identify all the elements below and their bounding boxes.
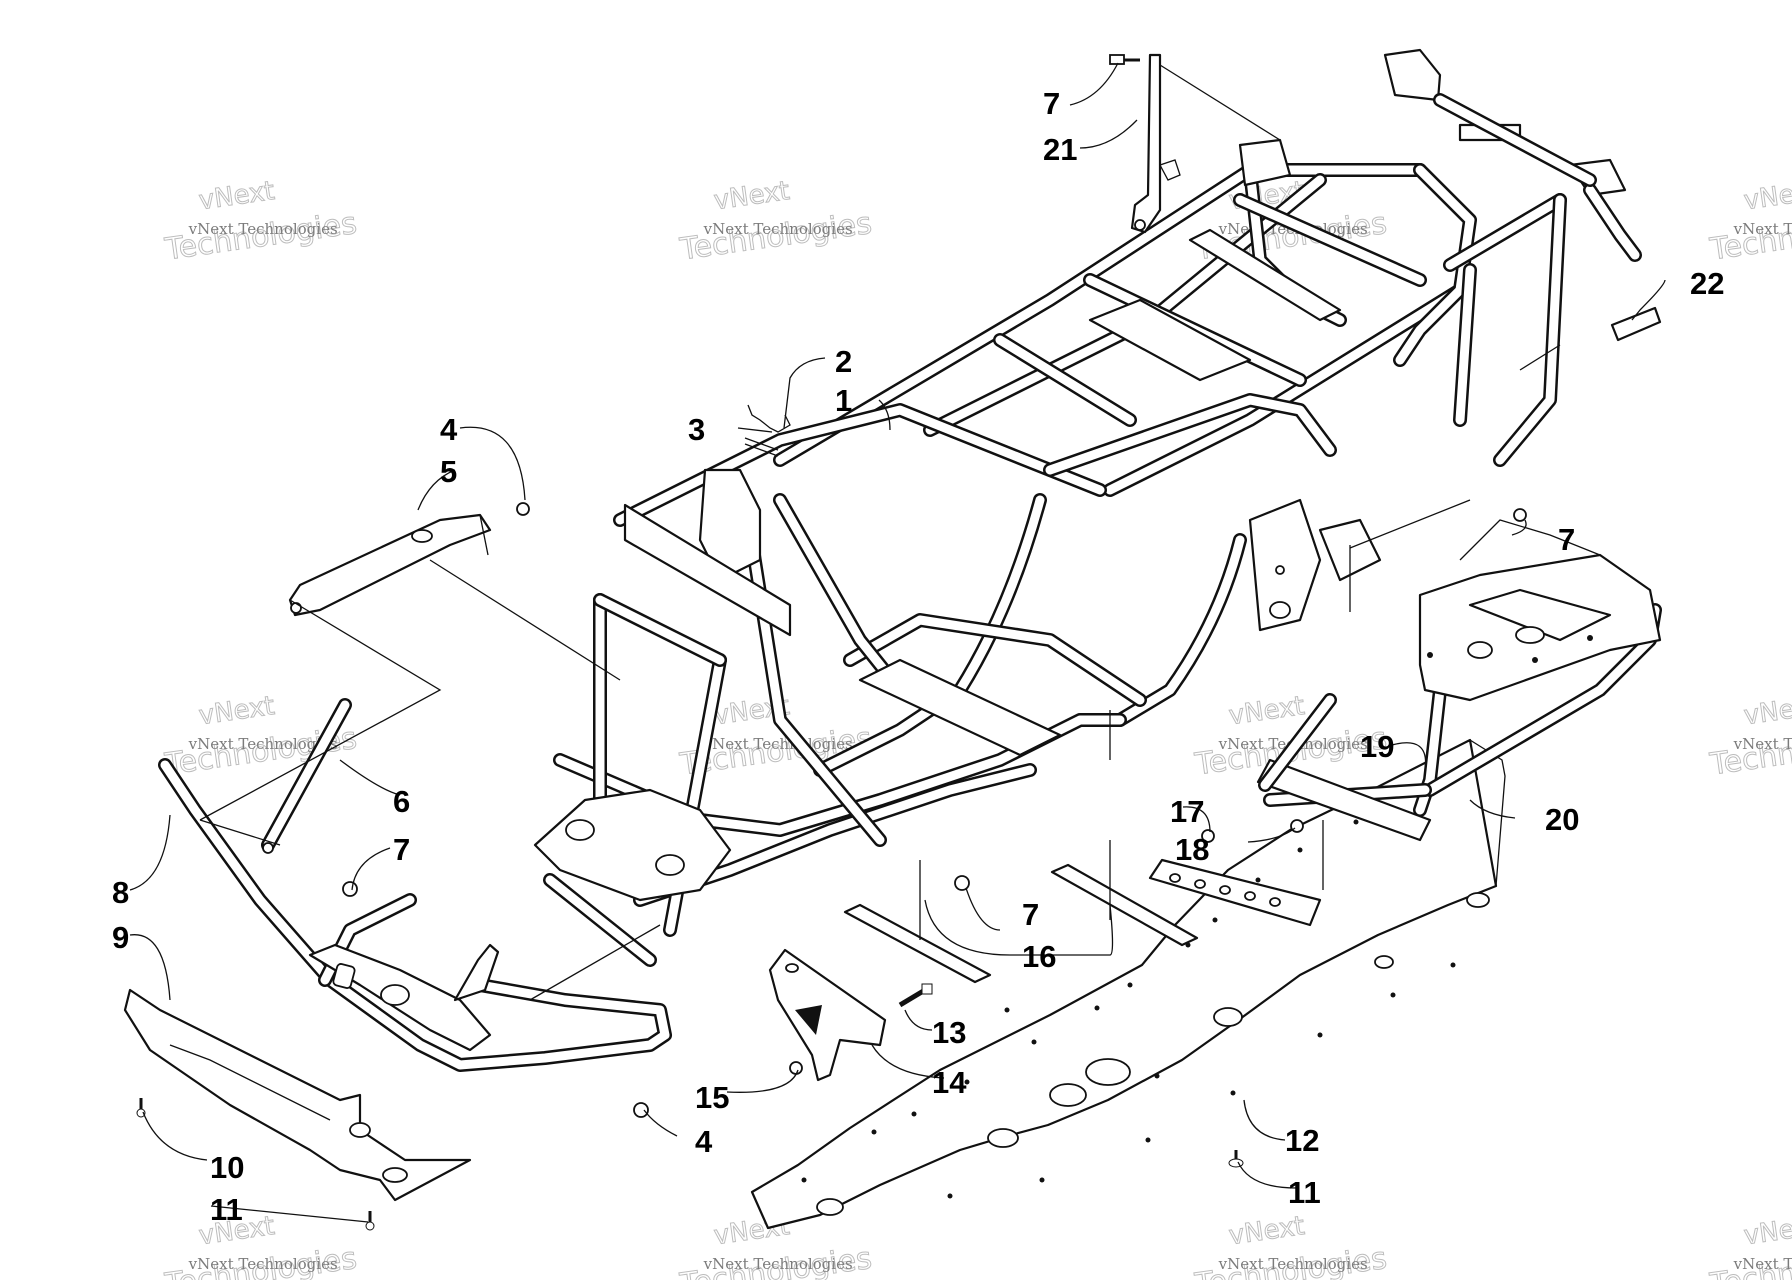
callout-18: 18 [1175,832,1209,867]
svg-text:vNext Technologies: vNext Technologies [703,735,853,753]
callout-11: 11 [1288,1175,1321,1210]
leader-lines [129,62,1666,1223]
brace-21 [1109,53,1181,234]
callout-7: 7 [1022,897,1039,932]
callout-8: 8 [112,875,129,910]
nut-icon [1513,508,1527,522]
bracket-18 [1148,858,1322,927]
pad-strips [843,863,1199,984]
bracket-14 [768,948,887,1082]
callout-5: 5 [440,454,457,489]
svg-text:vNext: vNext [1742,1211,1792,1251]
warning-triangle-icon [795,1005,822,1035]
brace-6 [261,698,352,854]
callout-1: 1 [835,383,852,418]
callout-20: 20 [1545,802,1579,837]
clip-2 [747,404,791,433]
callout-4: 4 [440,412,458,447]
svg-text:vNext Technologies: vNext Technologies [703,1255,853,1273]
callout-10: 10 [210,1150,244,1185]
nut-icon [789,1061,803,1075]
callout-16: 16 [1022,939,1056,974]
nut-icon [342,881,358,897]
svg-text:vNext Technologies: vNext Technologies [1733,1255,1792,1273]
callout-3: 3 [688,412,705,447]
svg-text:vNext: vNext [1742,691,1792,731]
watermark: vNext vNext Technologies Technologies [162,176,360,269]
bolt-icon [1109,54,1140,65]
pin-3 [744,437,779,457]
decal-22 [1610,306,1662,342]
nut-icon [633,1102,649,1118]
nut-icon [1201,829,1215,843]
bracket-5 [288,513,492,617]
callout-7: 7 [1558,522,1575,557]
callout-9: 9 [112,920,129,955]
callout-13: 13 [932,1015,966,1050]
callout-7: 7 [1043,86,1060,121]
callout-2: 2 [835,344,852,379]
callout-7: 7 [393,832,410,867]
watermark: vNext vNext Technologies Technologies [677,176,875,269]
front-bumper [158,758,672,1072]
svg-text:vNext: vNext [197,176,276,216]
callout-19: 19 [1360,729,1394,764]
svg-text:vNext: vNext [1227,691,1306,731]
callout-12: 12 [1285,1123,1319,1158]
watermark: vNext vNext Technologies Technologies [1707,1211,1792,1280]
callout-22: 22 [1690,266,1724,301]
callout-14: 14 [932,1065,967,1100]
callout-11: 11 [210,1192,243,1227]
watermark: vNext vNext Technologies Technologies [1707,176,1792,269]
svg-text:vNext Technologies: vNext Technologies [1218,1255,1368,1273]
screw-icon [136,1098,146,1118]
svg-text:vNext Technologies: vNext Technologies [703,220,853,238]
watermark: vNext vNext Technologies Technologies [1192,1211,1390,1280]
svg-text:vNext: vNext [712,176,791,216]
watermark: vNext vNext Technologies Technologies [162,1211,360,1280]
svg-text:vNext: vNext [197,691,276,731]
screw-icon [1228,1150,1244,1168]
nut-icon [954,875,970,891]
svg-text:vNext Technologies: vNext Technologies [188,1255,338,1273]
callout-17: 17 [1170,794,1204,829]
bolt-icon [898,983,933,1008]
svg-text:Technologies: Technologies [677,206,874,268]
rear-subframe [1263,519,1662,817]
front-skid-guard [123,988,472,1202]
svg-text:vNext Technologies: vNext Technologies [188,735,338,753]
screw-icon [365,1211,375,1231]
svg-text:vNext: vNext [1227,1211,1306,1251]
svg-text:Technologies: Technologies [162,206,359,268]
callout-4: 4 [695,1124,713,1159]
mount-bracket-19 [1256,693,1432,842]
main-frame [533,48,1642,967]
callout-15: 15 [695,1080,729,1115]
watermark: vNext vNext Technologies Technologies [1707,691,1792,784]
svg-text:vNext: vNext [1742,176,1792,216]
svg-text:vNext Technologies: vNext Technologies [1733,220,1792,238]
callout-21: 21 [1043,132,1077,167]
skid-plate [750,738,1506,1230]
nut-icon [516,502,530,516]
callout-labels: 7 21 22 2 1 3 4 5 7 6 7 8 9 10 11 4 15 1… [112,86,1724,1227]
svg-text:vNext Technologies: vNext Technologies [188,220,338,238]
svg-text:vNext Technologies: vNext Technologies [1733,735,1792,753]
callout-6: 6 [393,784,410,819]
